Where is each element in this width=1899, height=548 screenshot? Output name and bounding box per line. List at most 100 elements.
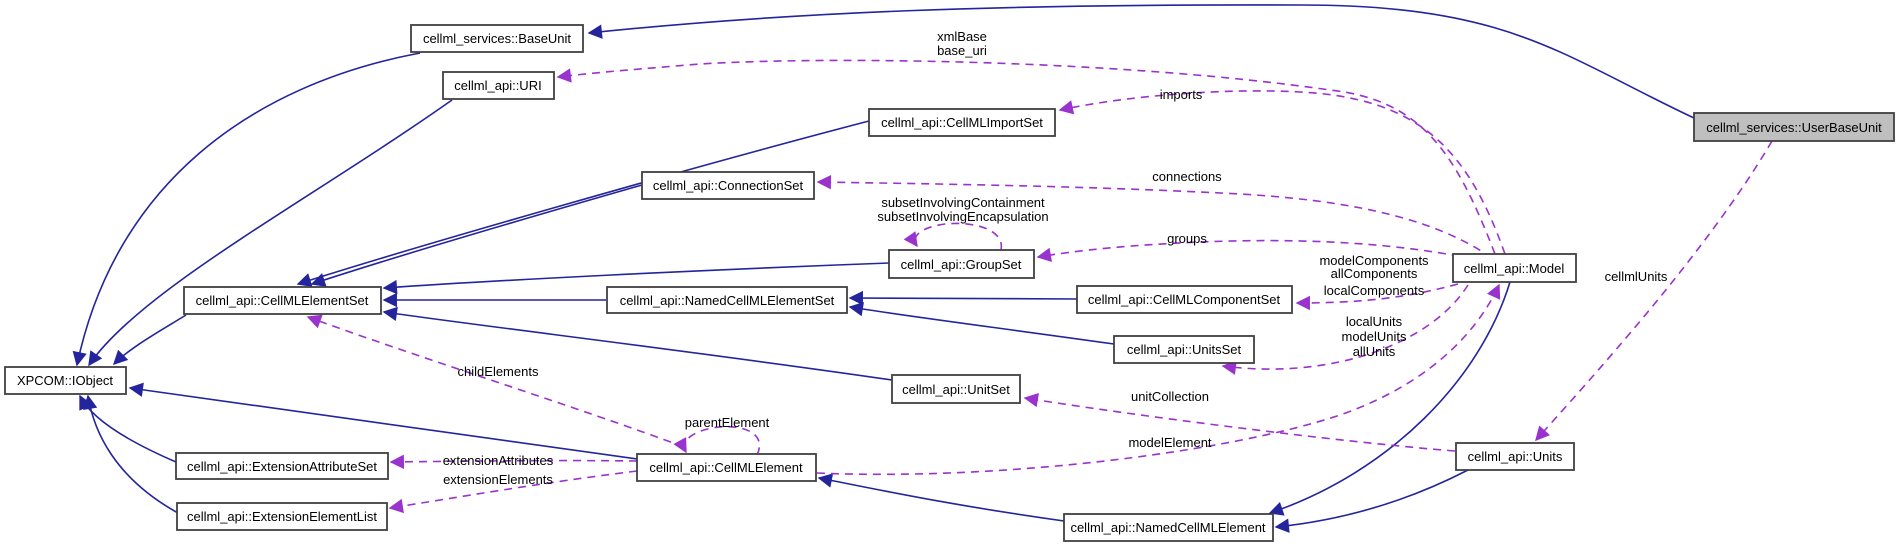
node-box	[410, 24, 584, 53]
edge-childelements	[306, 314, 685, 448]
edge-label-allunits: allUnits	[1353, 344, 1396, 359]
node-box	[606, 286, 848, 314]
edge-userbaseunit-baseunit	[587, 4, 1695, 119]
edge-element-self-loop	[673, 425, 761, 456]
node-box	[641, 171, 815, 200]
node-label: cellml_api::URI	[454, 78, 541, 93]
edge-groups	[1036, 239, 1488, 263]
node-box	[1113, 335, 1255, 364]
edge-extattrset-iobject	[79, 394, 177, 463]
node-cellml-api-groupset[interactable]: cellml_api::GroupSet	[888, 249, 1035, 279]
node-box-highlighted	[1693, 112, 1895, 142]
edge-label-unitcollection: unitCollection	[1131, 389, 1209, 404]
edge-labels: xmlBase base_uri imports connections sub…	[443, 29, 1668, 487]
edge-label-xmlbase: xmlBase	[937, 29, 987, 44]
node-label: cellml_services::BaseUnit	[423, 31, 571, 46]
edge-imports	[1058, 90, 1506, 255]
node-cellml-api-connectionset[interactable]: cellml_api::ConnectionSet	[641, 171, 815, 200]
edge-allunits	[1221, 284, 1469, 375]
edge-unitcollection	[1023, 392, 1456, 452]
edge-xmlbase	[556, 59, 1496, 255]
nodes: cellml_services::BaseUnit cellml_api::UR…	[4, 24, 1895, 542]
edge-label-cellmlunits: cellmlUnits	[1605, 269, 1668, 284]
inheritance-edges	[72, 4, 1695, 533]
edge-connections	[816, 175, 1493, 259]
node-box	[888, 249, 1035, 279]
edge-unitsset-namedset	[848, 301, 1115, 345]
node-label: cellml_api::CellMLImportSet	[881, 115, 1043, 130]
node-cellml-api-unitsset[interactable]: cellml_api::UnitsSet	[1113, 335, 1255, 364]
node-label: XPCOM::IObject	[17, 373, 113, 388]
node-cellml-api-namedcellmlelement[interactable]: cellml_api::NamedCellMLElement	[1063, 513, 1274, 542]
node-box	[868, 108, 1056, 137]
node-cellml-api-extensionattributeset[interactable]: cellml_api::ExtensionAttributeSet	[175, 452, 389, 480]
node-cellml-api-cellmlelementset[interactable]: cellml_api::CellMLElementSet	[183, 286, 382, 315]
usage-edges	[306, 59, 1773, 514]
edge-label-groups: groups	[1167, 231, 1207, 246]
node-label: cellml_api::Units	[1468, 449, 1563, 464]
node-label: cellml_api::ExtensionElementList	[187, 509, 377, 524]
edge-label-childelements: childElements	[458, 364, 539, 379]
node-label: cellml_api::CellMLComponentSet	[1088, 292, 1281, 307]
node-cellml-api-cellmlcomponentset[interactable]: cellml_api::CellMLComponentSet	[1076, 285, 1293, 314]
node-box	[1452, 253, 1577, 283]
node-label: cellml_api::ExtensionAttributeSet	[187, 459, 377, 474]
node-box	[4, 366, 127, 395]
edge-connectionset-elementset	[310, 184, 643, 287]
node-cellml-api-units[interactable]: cellml_api::Units	[1455, 442, 1575, 471]
edge-label-subsetinvolvingcontainment: subsetInvolvingContainment	[881, 195, 1045, 210]
node-label: cellml_api::CellMLElementSet	[196, 293, 369, 308]
edge-units-namedelement	[1274, 469, 1469, 533]
node-cellml-services-userbaseunit[interactable]: cellml_services::UserBaseUnit	[1693, 112, 1895, 142]
edge-label-subsetinvolvingencapsulation: subsetInvolvingEncapsulation	[877, 209, 1048, 224]
edge-label-connections: connections	[1152, 169, 1222, 184]
edge-groupset-elementset	[382, 262, 890, 295]
node-label: cellml_api::UnitSet	[902, 382, 1010, 397]
edge-groupset-self-loop	[903, 222, 1003, 251]
node-xpcom-iobject[interactable]: XPCOM::IObject	[4, 366, 127, 395]
node-box	[1063, 513, 1274, 542]
edge-label-imports: imports	[1160, 87, 1203, 102]
edge-cellmlunits	[1535, 140, 1773, 442]
node-label: cellml_api::GroupSet	[901, 257, 1022, 272]
edge-label-extensionelements: extensionElements	[443, 472, 553, 487]
node-box	[176, 502, 388, 531]
edge-label-modelcomponents: modelComponents	[1319, 253, 1429, 268]
node-box	[1455, 442, 1575, 471]
edge-namedelement-element	[817, 473, 1065, 522]
edge-label-localunits: localUnits	[1346, 314, 1403, 329]
node-box	[175, 452, 389, 480]
edge-importset-elementset	[296, 120, 870, 287]
edge-extelemlist-iobject	[83, 394, 179, 514]
edge-unitset-elementset	[382, 306, 893, 381]
node-label: cellml_api::NamedCellMLElement	[1070, 520, 1265, 535]
node-label: cellml_api::CellMLElement	[649, 460, 803, 475]
node-label: cellml_api::NamedCellMLElementSet	[620, 293, 835, 308]
node-label: cellml_api::ConnectionSet	[653, 178, 804, 193]
edge-label-extensionattributes: extensionAttributes	[443, 453, 554, 468]
node-cellml-api-cellmlelement[interactable]: cellml_api::CellMLElement	[636, 453, 817, 482]
edge-label-baseuri: base_uri	[937, 43, 987, 58]
node-cellml-api-namedcellmlelementset[interactable]: cellml_api::NamedCellMLElementSet	[606, 286, 848, 314]
node-cellml-api-cellmlimportset[interactable]: cellml_api::CellMLImportSet	[868, 108, 1056, 137]
edge-label-modelelement: modelElement	[1128, 435, 1211, 450]
node-cellml-api-extensionelementlist[interactable]: cellml_api::ExtensionElementList	[176, 502, 388, 531]
edge-element-iobject	[128, 382, 638, 460]
node-cellml-api-model[interactable]: cellml_api::Model	[1452, 253, 1577, 283]
edge-componentset-namedset	[848, 290, 1078, 306]
node-cellml-services-baseunit[interactable]: cellml_services::BaseUnit	[410, 24, 584, 53]
node-label: cellml_api::UnitsSet	[1127, 342, 1242, 357]
edge-extensionattributes	[389, 454, 638, 470]
edge-label-allcomponents: allComponents	[1331, 266, 1418, 281]
node-cellml-api-uri[interactable]: cellml_api::URI	[442, 71, 555, 100]
node-cellml-api-unitset[interactable]: cellml_api::UnitSet	[891, 374, 1021, 404]
node-box	[1076, 285, 1293, 314]
node-box	[636, 453, 817, 482]
node-box	[442, 71, 555, 100]
edge-label-modelunits: modelUnits	[1341, 329, 1407, 344]
edge-uri-iobject	[88, 99, 453, 367]
node-label: cellml_services::UserBaseUnit	[1706, 120, 1882, 135]
edge-elementset-iobject	[112, 314, 187, 366]
